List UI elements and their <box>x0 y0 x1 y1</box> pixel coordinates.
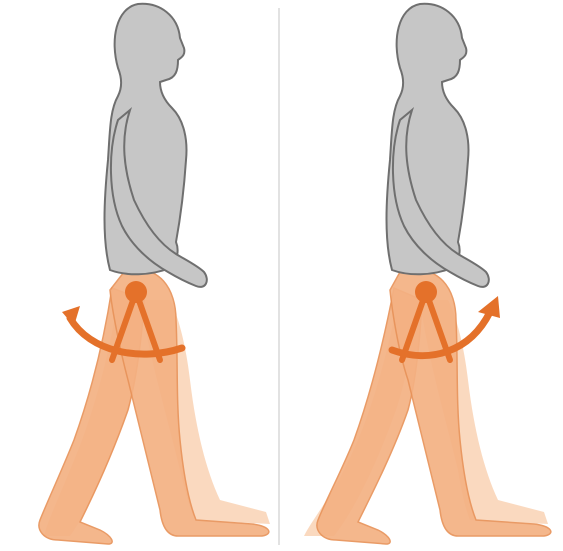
hip-joint-icon <box>125 281 147 303</box>
walking-figure-left <box>39 4 270 544</box>
arrow-icon <box>478 296 500 318</box>
hip-joint-icon <box>415 281 437 303</box>
walking-figure-right <box>304 4 551 544</box>
